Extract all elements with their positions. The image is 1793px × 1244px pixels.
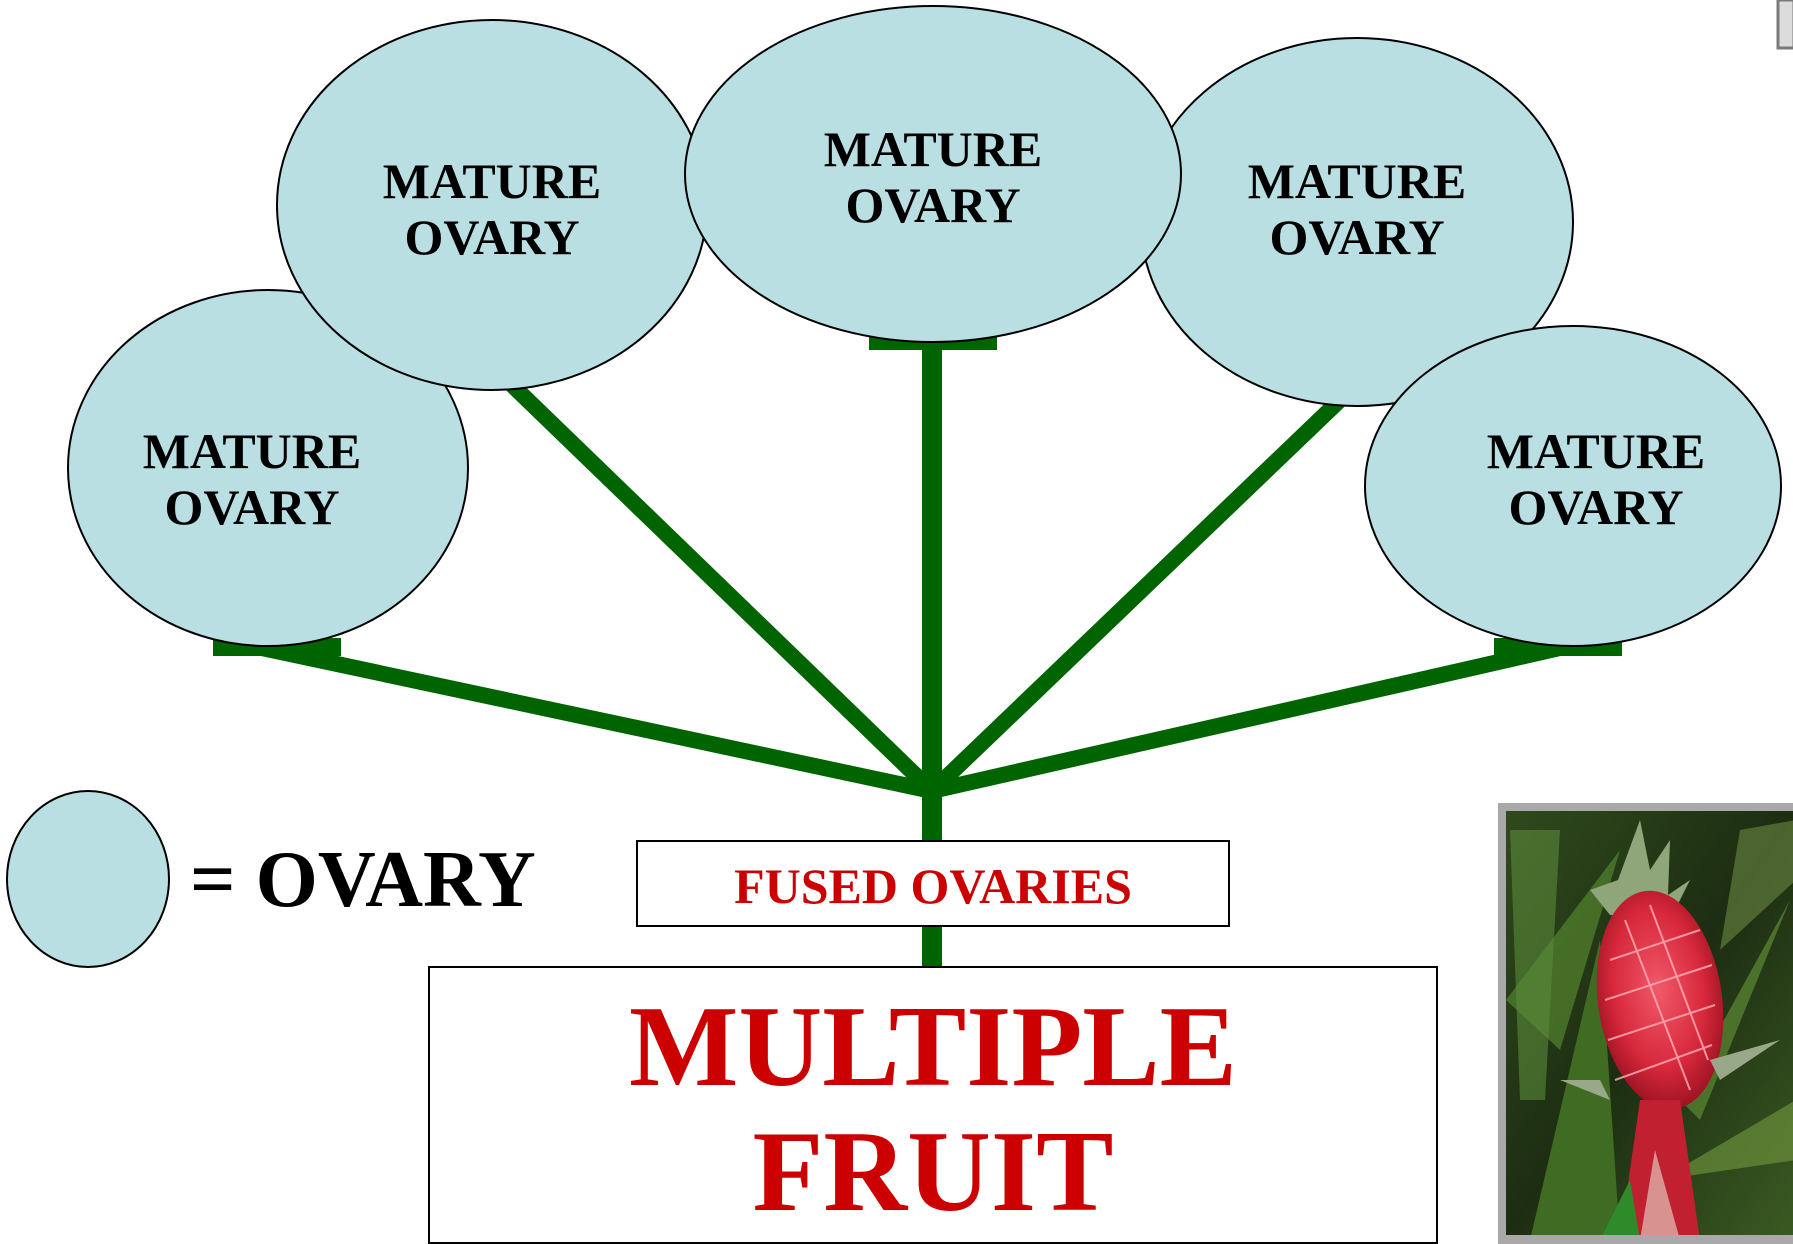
pineapple-flower-photo-icon (1498, 803, 1793, 1244)
result-line2: FRUIT (753, 1108, 1114, 1236)
ovary-1-label-line2: OVARY (164, 479, 339, 535)
result-line1: MULTIPLE (629, 983, 1237, 1111)
ovary-4-label-line2: OVARY (1269, 209, 1444, 265)
ovary-5-label-line1: MATURE (1487, 423, 1706, 479)
ovary-1: MATURE OVARY (67, 289, 469, 647)
ovary-5-label-line2: OVARY (1508, 479, 1683, 535)
ovary-3-label-line1: MATURE (824, 121, 1043, 177)
stalk-5 (930, 640, 1562, 799)
corner-image-fragment (1776, 0, 1793, 50)
legend-ovary-swatch (6, 790, 170, 968)
ovary-4: MATURE OVARY (1140, 37, 1574, 407)
stalk-1 (260, 640, 934, 799)
ovary-3: MATURE OVARY (684, 5, 1182, 343)
ovary-1-label-line1: MATURE (143, 423, 362, 479)
ovary-legend: = OVARY (6, 790, 536, 968)
stalk-4 (926, 394, 1346, 797)
ovary-2-label-line1: MATURE (383, 153, 602, 209)
ovary-3-label-line2: OVARY (845, 177, 1020, 233)
fused-ovaries-box: FUSED OVARIES (636, 840, 1230, 927)
legend-label: = OVARY (190, 836, 536, 924)
fused-ovaries-label: FUSED OVARIES (734, 858, 1132, 914)
ovary-5: MATURE OVARY (1364, 325, 1782, 647)
ovary-2: MATURE OVARY (276, 19, 708, 391)
stalk-2 (504, 377, 938, 797)
multiple-fruit-box: MULTIPLE FRUIT (428, 966, 1438, 1244)
ovary-2-label-line2: OVARY (404, 209, 579, 265)
ovary-4-label-line1: MATURE (1248, 153, 1467, 209)
